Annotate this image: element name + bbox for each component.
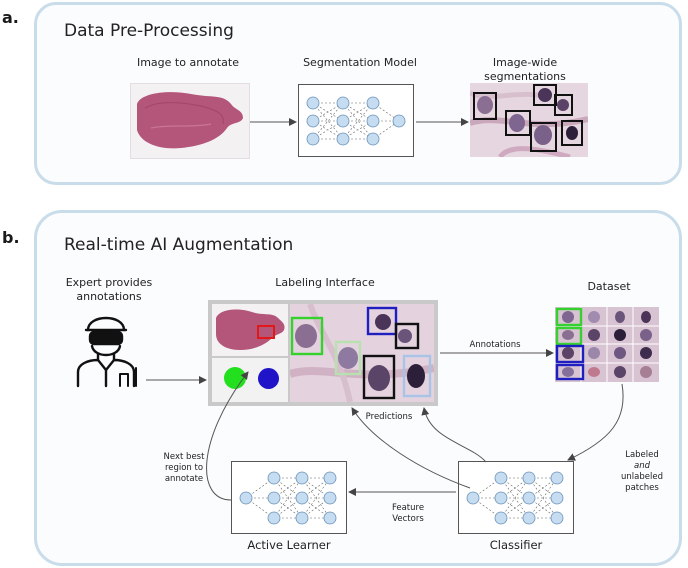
interface-slide-preview <box>212 304 288 356</box>
caption-active-learner: Active Learner <box>247 538 331 552</box>
caption-expert: Expert provides annotations <box>65 276 153 303</box>
panel-a-label: a. <box>2 8 19 27</box>
panel-b-title: Real-time AI Augmentation <box>64 235 294 255</box>
caption-labeled-unlabeled: Labeled and unlabeled patches <box>621 450 663 493</box>
caption-image-wide-segmentations: Image-wide segmentations <box>484 56 566 83</box>
classifier-network <box>458 461 574 534</box>
caption-next-best-region: Next best region to annotate <box>163 452 205 484</box>
image-wide-segmentations <box>470 83 588 157</box>
caption-dataset: Dataset <box>587 280 631 293</box>
panel-b-label: b. <box>2 228 20 247</box>
caption-classifier: Classifier <box>489 538 543 552</box>
labeling-interface <box>208 300 438 406</box>
active-learner-network <box>231 461 347 534</box>
whole-slide-image <box>130 83 250 159</box>
caption-feature-vectors: Feature Vectors <box>391 503 425 524</box>
dataset-grid <box>555 307 659 382</box>
green-label-dot[interactable] <box>224 367 246 389</box>
segmentation-model-network <box>298 84 414 157</box>
caption-segmentation-model: Segmentation Model <box>303 56 417 69</box>
expert-icon <box>72 308 142 388</box>
interface-annotation-view <box>290 304 434 402</box>
panel-a-title: Data Pre-Processing <box>64 21 234 41</box>
caption-labeling-interface: Labeling Interface <box>275 276 375 289</box>
blue-label-dot[interactable] <box>258 368 279 389</box>
caption-image-to-annotate: Image to annotate <box>136 56 240 69</box>
caption-annotations: Annotations <box>469 340 521 350</box>
caption-predictions: Predictions <box>365 412 413 422</box>
interface-legend-panel <box>212 358 288 402</box>
